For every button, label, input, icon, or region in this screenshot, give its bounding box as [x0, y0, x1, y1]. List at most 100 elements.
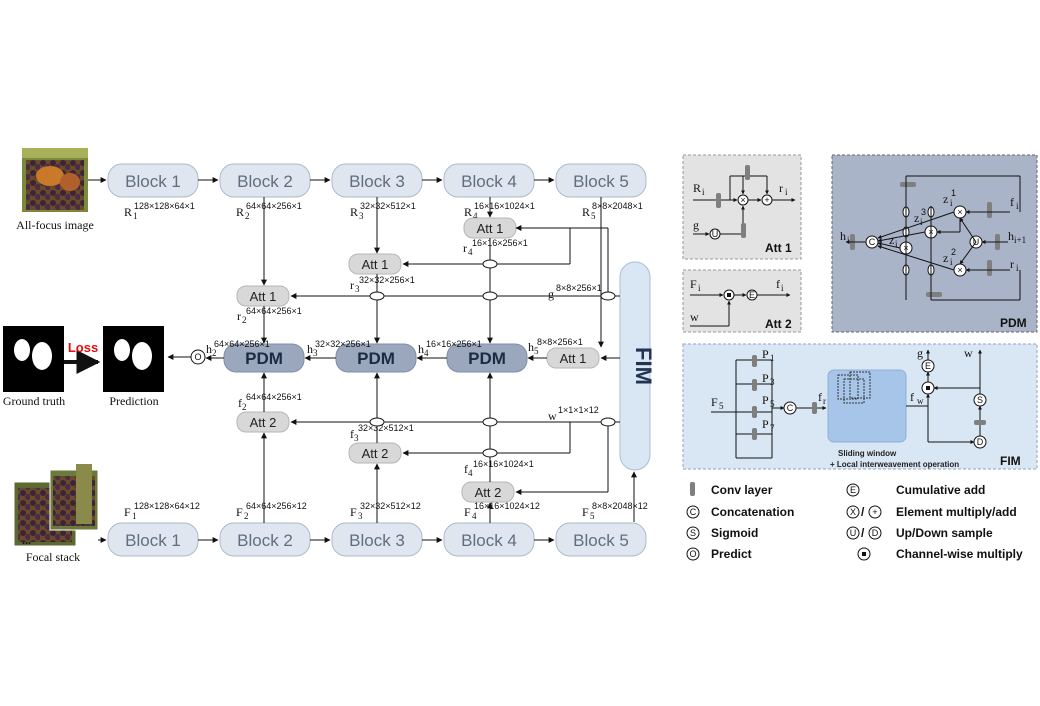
svg-text:D: D: [977, 437, 984, 447]
svg-text:w: w: [917, 396, 924, 406]
svg-text:f: f: [818, 390, 822, 404]
svg-text:3: 3: [359, 211, 364, 221]
svg-text:R: R: [582, 205, 590, 219]
svg-text:64×64×256×1: 64×64×256×1: [246, 392, 302, 402]
svg-text:r: r: [823, 396, 826, 406]
svg-text:z: z: [889, 233, 894, 247]
svg-text:P: P: [762, 347, 769, 361]
svg-text:1: 1: [132, 511, 137, 521]
svg-text:Block 4: Block 4: [461, 172, 517, 191]
svg-text:g: g: [693, 218, 699, 232]
svg-text:i: i: [950, 198, 953, 208]
svg-text:×: ×: [957, 265, 962, 275]
svg-text:5: 5: [534, 346, 539, 356]
svg-text:r: r: [237, 309, 241, 323]
legend-item-concat: C Concatenation: [686, 505, 794, 519]
svg-text:Up/Down sample: Up/Down sample: [896, 526, 993, 540]
att2-node-f4: Att 2: [461, 481, 515, 503]
focal-stack-dots: ...: [22, 533, 31, 547]
svg-text:Channel-wise multiply: Channel-wise multiply: [896, 547, 1023, 561]
svg-text:D: D: [872, 528, 879, 538]
svg-text:F: F: [236, 505, 243, 519]
svg-text:3: 3: [770, 377, 775, 387]
svg-text:PDM: PDM: [1000, 316, 1027, 330]
svg-text:3: 3: [358, 511, 363, 521]
svg-text:w: w: [548, 409, 557, 423]
att1-node-r4: Att 1: [463, 217, 517, 239]
svg-text:4: 4: [473, 211, 478, 221]
svg-text:32×32×512×12: 32×32×512×12: [360, 501, 421, 511]
svg-text:Conv layer: Conv layer: [711, 483, 773, 497]
rgb-block-3: Block 3: [331, 163, 423, 198]
svg-text:S: S: [977, 395, 983, 405]
focal-block-4: Block 4: [443, 522, 535, 557]
prediction-image: [103, 326, 164, 392]
ground-truth-caption: Ground truth: [3, 394, 65, 408]
svg-text:Block 2: Block 2: [237, 531, 293, 550]
svg-text:F: F: [464, 505, 471, 519]
svg-text:Block 5: Block 5: [573, 531, 629, 550]
rgb-block-1: Block 1: [107, 163, 199, 198]
svg-text:O: O: [194, 352, 201, 362]
svg-text:P: P: [762, 371, 769, 385]
svg-text:FIM: FIM: [631, 347, 656, 385]
svg-text:Predict: Predict: [711, 547, 752, 561]
svg-text:Block 1: Block 1: [125, 172, 181, 191]
svg-text:z: z: [943, 251, 948, 265]
att1-node-r3: Att 1: [348, 253, 402, 275]
upsample-icon: [846, 526, 860, 540]
svg-text:1: 1: [133, 211, 138, 221]
svg-text:h: h: [840, 229, 846, 243]
svg-text:32×32×512×1: 32×32×512×1: [358, 423, 414, 433]
svg-text:i: i: [895, 239, 898, 249]
allfocus-caption: All-focus image: [16, 218, 94, 232]
svg-text:64×64×256×12: 64×64×256×12: [246, 501, 307, 511]
svg-text:7: 7: [770, 423, 775, 433]
svg-text:w: w: [964, 346, 973, 360]
svg-text:5: 5: [770, 399, 775, 409]
focal-block-3: Block 3: [331, 522, 423, 557]
svg-text:O: O: [689, 549, 696, 559]
legend: Conv layer C Concatenation S Sigmoid O P…: [686, 482, 1023, 561]
svg-text:h: h: [1008, 229, 1014, 243]
svg-text:2: 2: [242, 402, 247, 412]
svg-text:32×32×512×1: 32×32×512×1: [360, 201, 416, 211]
svg-text:16×16×256×1: 16×16×256×1: [426, 339, 482, 349]
att1-node-r2: Att 1: [236, 285, 290, 307]
focal-stack-caption: Focal stack: [26, 550, 80, 564]
svg-text:U: U: [712, 229, 719, 239]
svg-text:32×32×256×1: 32×32×256×1: [359, 275, 415, 285]
svg-text:Block 3: Block 3: [349, 531, 405, 550]
svg-text:/: /: [861, 526, 865, 540]
svg-text:r: r: [779, 181, 783, 195]
att2-node-f3: Att 2: [348, 442, 402, 464]
svg-text:PDM: PDM: [245, 349, 283, 368]
legend-item-channel: Channel-wise multiply: [857, 547, 1023, 561]
svg-text:Block 4: Block 4: [461, 531, 517, 550]
svg-text:F: F: [350, 505, 357, 519]
svg-text:f: f: [238, 396, 242, 410]
svg-text:R: R: [464, 205, 472, 219]
svg-text:8×8×256×1: 8×8×256×1: [537, 337, 583, 347]
prediction-caption: Prediction: [109, 394, 158, 408]
svg-text:Sigmoid: Sigmoid: [711, 526, 758, 540]
svg-text:+: +: [872, 507, 877, 517]
legend-item-sigmoid: S Sigmoid: [686, 526, 758, 540]
svg-text:1: 1: [770, 353, 775, 363]
svg-text:w: w: [690, 310, 699, 324]
